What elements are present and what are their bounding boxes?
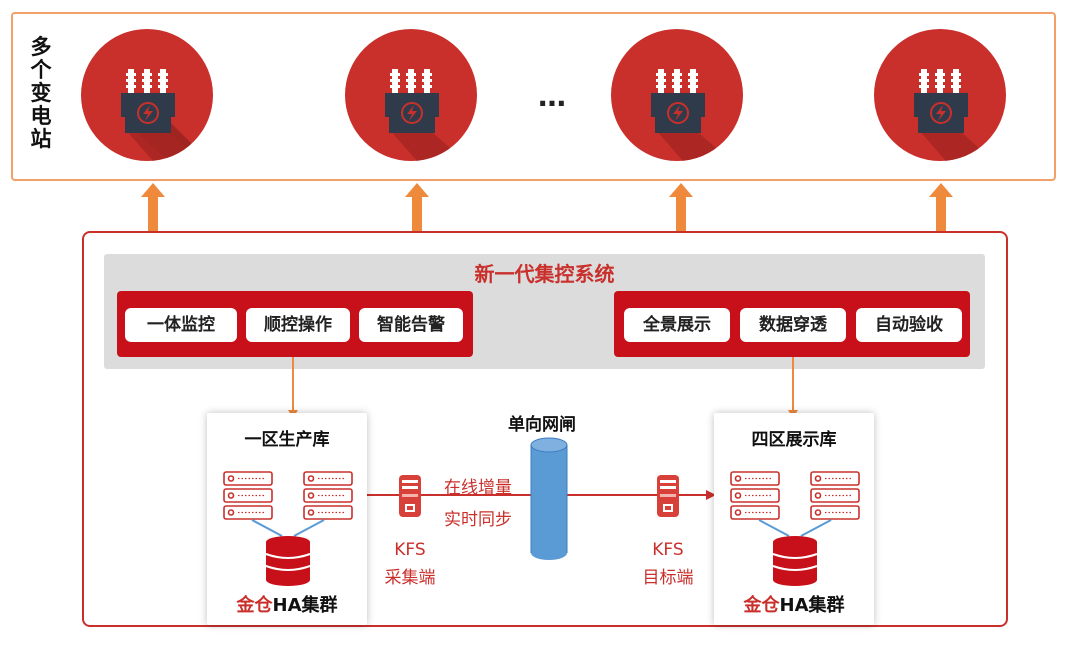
sync-label-line2: 实时同步 (444, 510, 512, 530)
substations-label: 多 个 变 电 站 (30, 35, 52, 151)
up-arrow-icon (929, 183, 953, 231)
production-db-title: 一区生产库 (244, 430, 330, 450)
ellipsis: … (538, 80, 568, 113)
function-smart-alarm[interactable]: 智能告警 (359, 308, 463, 342)
kfs-target-role: 目标端 (642, 568, 694, 588)
database-cluster-icon (730, 471, 860, 586)
sync-label-line1: 在线增量 (444, 478, 512, 498)
function-panoramic-display[interactable]: 全景展示 (624, 308, 730, 342)
kfs-source-name: KFS (394, 540, 426, 560)
system-title: 新一代集控系统 (474, 262, 615, 286)
display-db-title: 四区展示库 (751, 430, 837, 450)
substation-4 (874, 29, 1006, 161)
database-cluster-icon (223, 471, 353, 586)
transformer-icon (121, 69, 213, 161)
gate-title: 单向网闸 (508, 415, 576, 435)
transformer-icon (914, 69, 994, 161)
left-cluster-label: 金仓HA集群 (236, 595, 338, 616)
right-cluster-label: 金仓HA集群 (743, 595, 845, 616)
kfs-target-server-icon (657, 475, 679, 517)
function-data-drilldown[interactable]: 数据穿透 (740, 308, 846, 342)
up-arrow-icon (141, 183, 165, 231)
up-arrow-icon (405, 183, 429, 231)
transformer-icon (651, 69, 731, 161)
function-auto-acceptance[interactable]: 自动验收 (856, 308, 962, 342)
kfs-source-role: 采集端 (384, 568, 436, 588)
up-arrow-icon (669, 183, 693, 231)
kfs-source-server-icon (399, 475, 421, 517)
substation-3 (611, 29, 743, 161)
function-sequence-control[interactable]: 顺控操作 (246, 308, 350, 342)
transformer-icon (385, 69, 465, 161)
kfs-target-name: KFS (652, 540, 684, 560)
function-integrated-monitoring[interactable]: 一体监控 (125, 308, 237, 342)
one-way-gate-icon (530, 437, 568, 560)
substation-2 (345, 29, 477, 161)
substation-1 (81, 29, 213, 161)
